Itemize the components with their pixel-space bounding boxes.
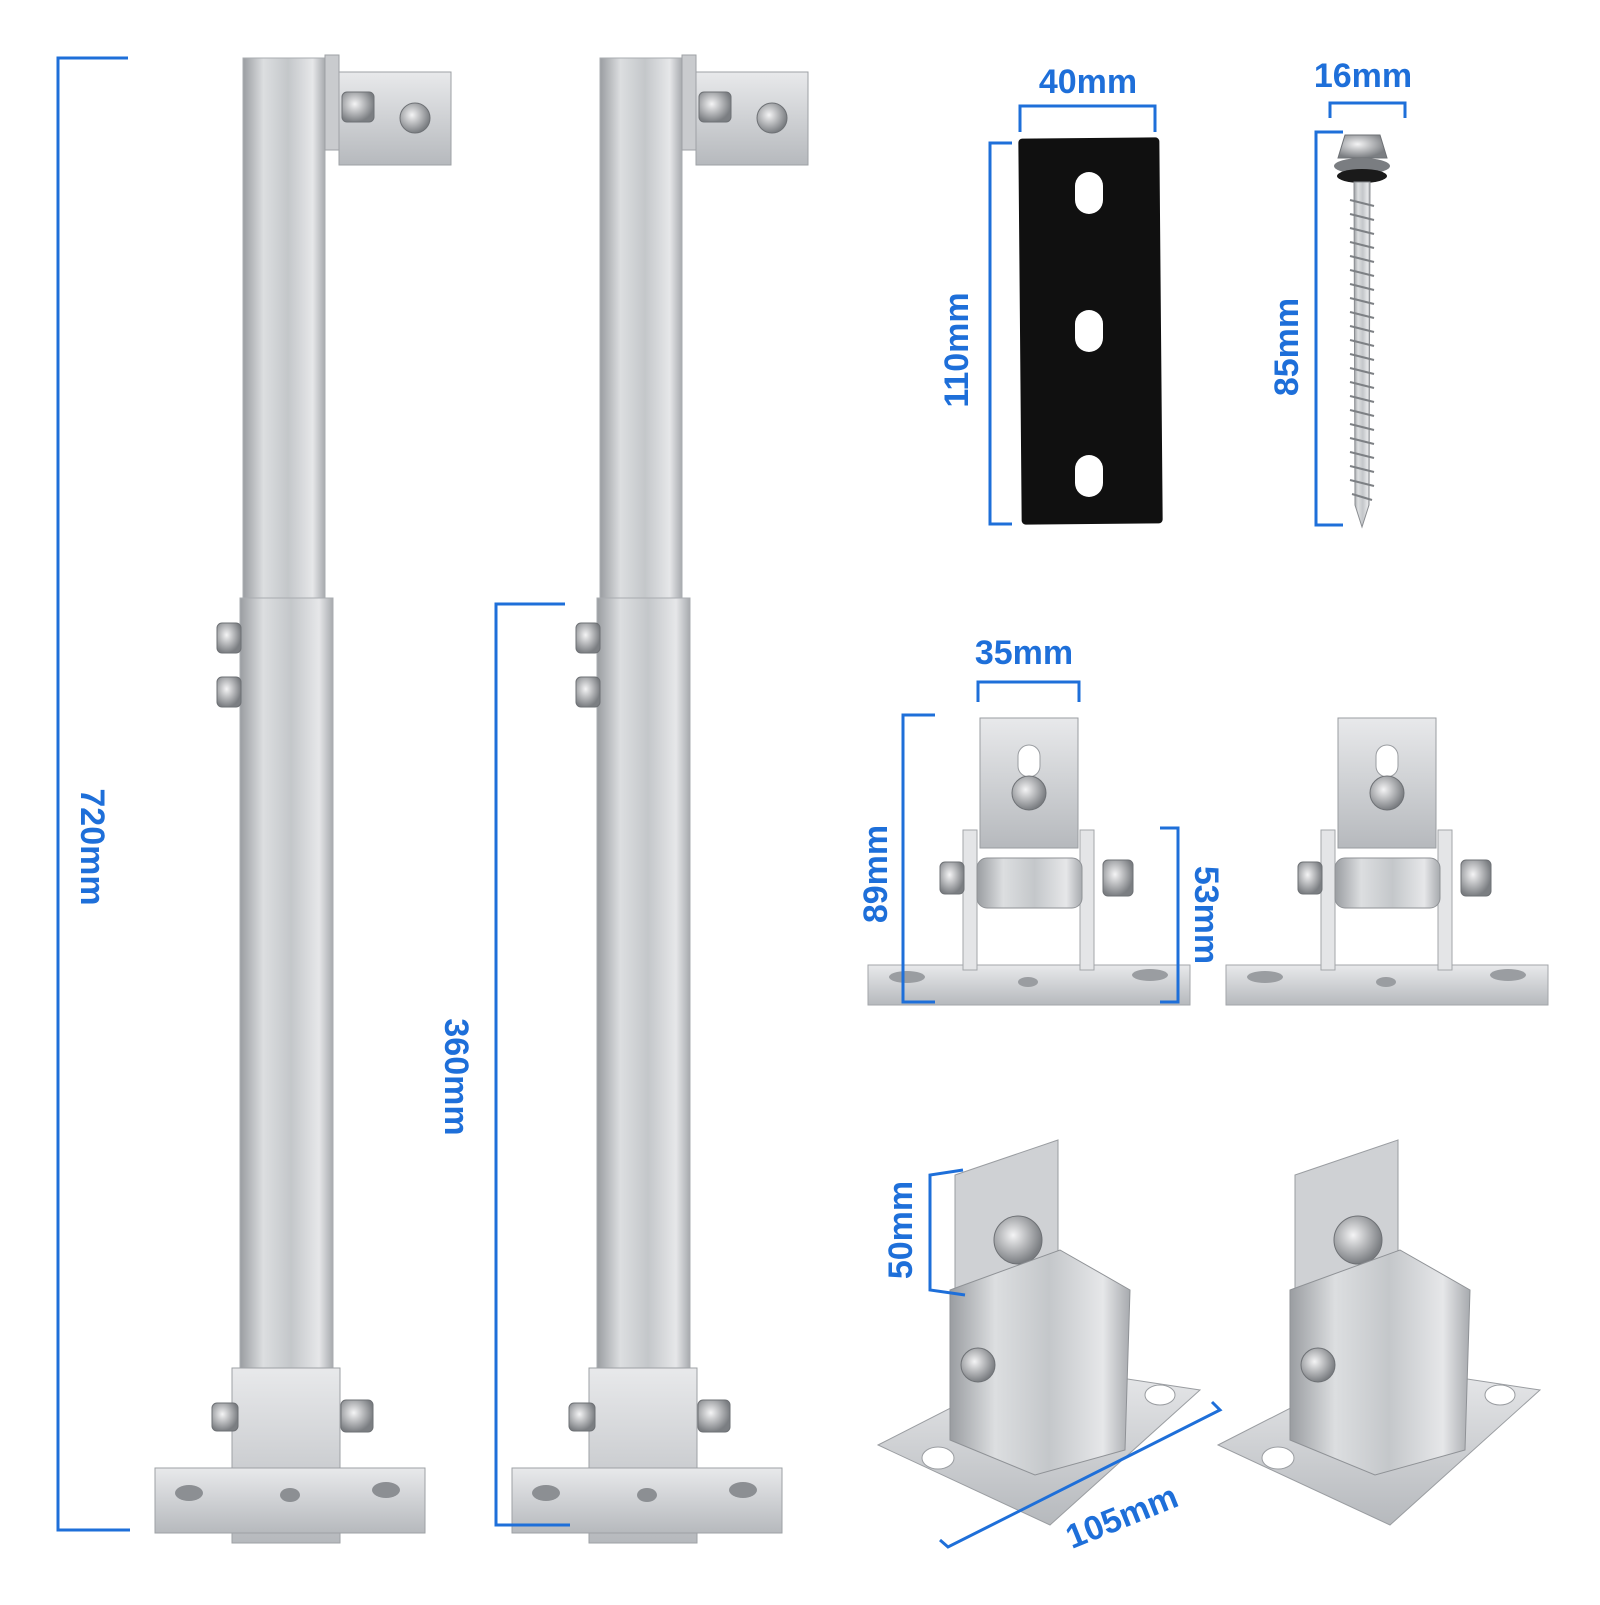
dim-line-35 xyxy=(976,680,1081,702)
self-tapping-screw-icon xyxy=(1334,134,1390,529)
rubber-pad-icon xyxy=(1018,137,1163,525)
dim-label-89: 89mm xyxy=(857,824,895,924)
adjustable-bracket-icon xyxy=(1225,717,1549,1006)
dim-line-40 xyxy=(1018,104,1157,132)
dim-label-35: 35mm xyxy=(974,634,1074,672)
dim-line-53 xyxy=(1160,826,1180,1004)
dim-line-85 xyxy=(1314,130,1343,527)
aluminum-pole-icon xyxy=(511,54,809,1544)
dim-label-53: 53mm xyxy=(1187,865,1225,965)
dim-line-360 xyxy=(494,602,570,1527)
dim-label-85: 85mm xyxy=(1268,297,1306,397)
dim-line-110 xyxy=(988,141,1012,526)
dim-line-16 xyxy=(1328,101,1407,118)
adjustable-bracket-icon xyxy=(867,717,1191,1006)
l-clamp-icon xyxy=(1216,1139,1542,1526)
dim-line-50 xyxy=(928,1168,966,1297)
dim-label-16: 16mm xyxy=(1313,57,1413,95)
dim-label-50: 50mm xyxy=(882,1180,920,1280)
dim-line-720 xyxy=(56,56,130,1532)
dim-label-720: 720mm xyxy=(73,788,111,906)
aluminum-pole-icon xyxy=(154,54,452,1544)
dim-line-105 xyxy=(939,1400,1223,1549)
dim-label-110: 110mm xyxy=(938,292,976,408)
dimension-lines xyxy=(56,56,1407,1549)
dim-label-40: 40mm xyxy=(1038,63,1138,101)
dim-label-360: 360mm xyxy=(437,1018,475,1136)
l-clamp-icon xyxy=(876,1139,1202,1526)
dim-line-89 xyxy=(901,713,935,1004)
